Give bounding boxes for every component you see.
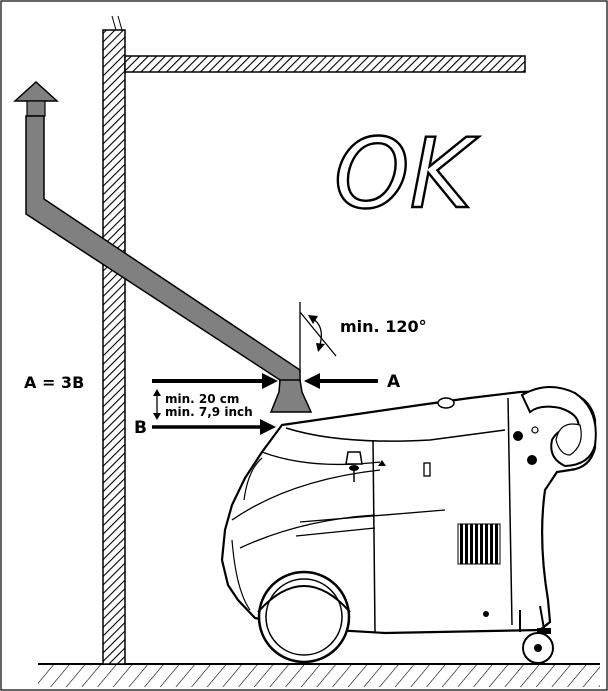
wall xyxy=(102,15,126,665)
caster-wheel xyxy=(522,632,554,664)
ground xyxy=(38,663,600,687)
chimney-cap xyxy=(13,80,59,102)
main-wheel xyxy=(257,570,351,664)
angle-label: min. 120° xyxy=(340,317,427,336)
angle-indicator xyxy=(299,302,337,372)
ok-label: OK xyxy=(334,118,480,230)
exhaust-hood xyxy=(269,379,313,413)
distance-cm-label: min. 20 cm xyxy=(165,392,239,406)
label-b: B xyxy=(134,418,147,438)
ceiling xyxy=(124,55,526,73)
distance-indicator xyxy=(153,389,161,420)
exhaust-duct xyxy=(13,80,313,413)
label-a: A xyxy=(387,372,401,392)
ratio-label: A = 3B xyxy=(24,373,84,392)
arrow-a xyxy=(152,373,378,389)
distance-inch-label: min. 7,9 inch xyxy=(165,405,253,419)
